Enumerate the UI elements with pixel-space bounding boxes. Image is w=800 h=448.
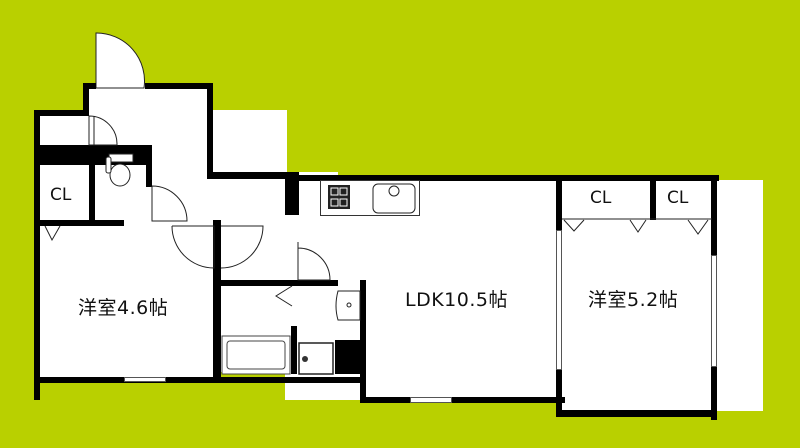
wall	[213, 220, 221, 380]
wall	[34, 220, 124, 226]
closet-label: CL	[667, 188, 689, 208]
wall	[291, 326, 297, 374]
washing-machine-pan-icon	[298, 342, 334, 375]
closet-label: CL	[50, 185, 72, 205]
window[interactable]	[410, 397, 452, 403]
door-swing-icon	[171, 225, 215, 269]
wall	[34, 110, 89, 116]
closet-door-icon	[44, 225, 61, 242]
window[interactable]	[711, 255, 717, 367]
bathtub-icon	[221, 335, 291, 375]
closet-label: CL	[590, 188, 612, 208]
window[interactable]	[124, 377, 166, 382]
wall	[207, 83, 213, 178]
room-label-ldk: LDK10.5帖	[405, 289, 508, 311]
wall	[556, 410, 717, 417]
wall	[89, 145, 95, 225]
door-swing-icon	[220, 225, 264, 269]
sink-icon	[372, 183, 416, 214]
washbasin-icon	[335, 290, 361, 321]
door-swing-icon	[151, 185, 188, 222]
wall	[83, 83, 89, 113]
wall	[650, 175, 656, 220]
closet-door-icon	[275, 285, 293, 307]
window[interactable]	[556, 230, 562, 370]
wall	[145, 83, 213, 89]
wall	[34, 110, 40, 400]
door-swing-icon	[88, 115, 118, 146]
room-label-western-2: 洋室5.2帖	[588, 289, 679, 311]
wall	[218, 280, 338, 286]
closet-door-icon	[562, 218, 712, 235]
wall	[34, 377, 364, 383]
wall	[285, 172, 299, 215]
wall	[146, 145, 152, 187]
entrance-door-icon	[95, 32, 145, 89]
toilet-icon	[105, 153, 134, 187]
room-left-floor	[37, 222, 220, 382]
stove-icon	[328, 185, 350, 209]
wall	[207, 172, 299, 179]
balcony	[717, 180, 763, 411]
door-swing-icon	[297, 242, 331, 281]
wall	[360, 397, 565, 403]
wall	[289, 175, 719, 181]
room-label-western-1: 洋室4.6帖	[78, 297, 169, 319]
room-right-floor	[560, 178, 715, 410]
wall	[83, 83, 96, 89]
wall	[360, 280, 366, 400]
